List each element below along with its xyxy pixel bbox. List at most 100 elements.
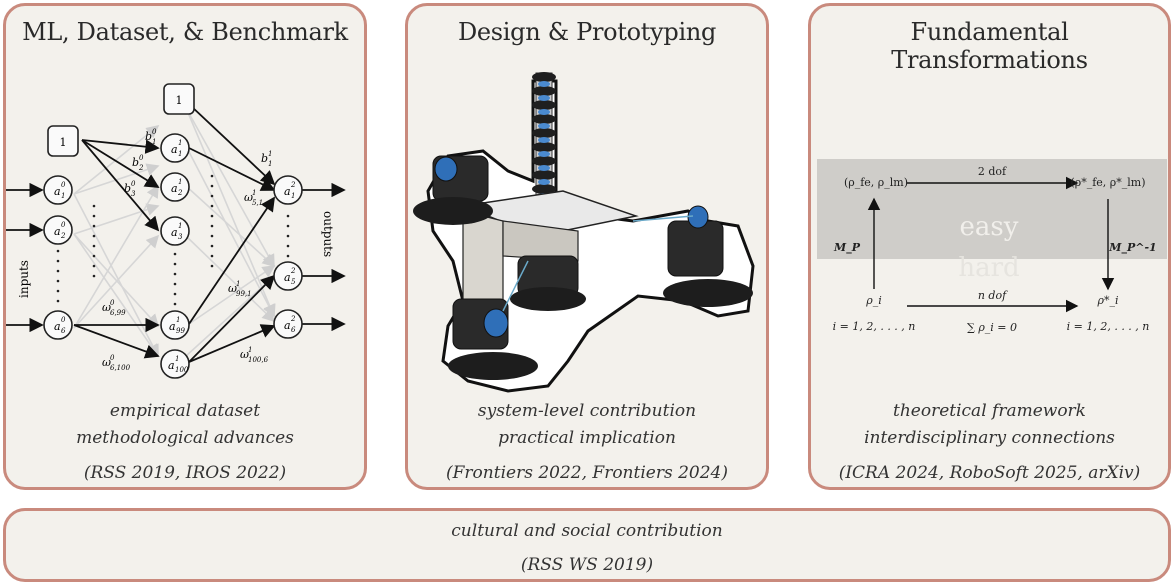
svg-text:a: a xyxy=(171,226,178,239)
svg-text:100: 100 xyxy=(175,366,189,374)
svg-text:a: a xyxy=(54,185,61,198)
design-caption-line2: practical implication xyxy=(498,428,676,448)
svg-text:6,99: 6,99 xyxy=(110,309,126,317)
svg-text:1: 1 xyxy=(236,280,240,288)
cultural-caption: cultural and social contribution xyxy=(451,521,723,541)
svg-text:b: b xyxy=(261,152,268,165)
svg-text:ω: ω xyxy=(228,282,237,295)
bottom-left-range: i = 1, 2, . . . , n xyxy=(833,320,916,333)
transformations-panel: Fundamental Transformations easy hard (ρ… xyxy=(808,3,1171,490)
robot-spine xyxy=(532,72,556,224)
svg-text:0: 0 xyxy=(110,354,115,362)
svg-text:a: a xyxy=(171,182,178,195)
bottom-right-range: i = 1, 2, . . . , n xyxy=(1067,320,1150,333)
design-caption-line1: system-level contribution xyxy=(477,401,697,421)
svg-text:a: a xyxy=(168,359,175,372)
svg-text:1: 1 xyxy=(252,189,256,197)
svg-text:0: 0 xyxy=(61,316,66,324)
design-caption: system-level contribution practical impl… xyxy=(408,398,766,452)
cultural-reference: (RSS WS 2019) xyxy=(520,555,654,575)
svg-text:1: 1 xyxy=(178,150,182,158)
ml-reference: (RSS 2019, IROS 2022) xyxy=(83,463,287,483)
top-left-term: (ρ_fe, ρ_lm) xyxy=(844,176,908,189)
svg-text:1: 1 xyxy=(60,136,67,149)
svg-text:0: 0 xyxy=(152,128,157,136)
svg-text:0: 0 xyxy=(61,181,66,189)
svg-text:1: 1 xyxy=(178,139,182,147)
svg-text:b: b xyxy=(124,182,131,195)
svg-text:0: 0 xyxy=(139,154,144,162)
top-arrow-label: 2 dof xyxy=(978,165,1007,178)
hidden-node: a 2 1 xyxy=(160,172,190,202)
svg-text:a: a xyxy=(284,185,291,198)
outputs-label: outputs xyxy=(321,211,335,257)
robot-prototype-image xyxy=(413,72,755,393)
hidden-node: a 3 1 xyxy=(160,216,190,246)
inputs-label: inputs xyxy=(17,260,31,298)
svg-text:1: 1 xyxy=(175,355,179,363)
robot-motor xyxy=(663,205,753,307)
output-node: a 6 2 xyxy=(273,309,303,339)
design-reference: (Frontiers 2022, Frontiers 2024) xyxy=(446,463,728,483)
svg-text:a: a xyxy=(171,143,178,156)
svg-text:ω: ω xyxy=(240,348,249,361)
bias-node-hidden: 1 xyxy=(163,83,195,115)
svg-text:1: 1 xyxy=(178,178,182,186)
design-panel: Design & Prototyping xyxy=(405,3,769,490)
commutative-diagram: easy hard (ρ_fe, ρ_lm) (ρ*_fe, ρ*_lm) 2 … xyxy=(817,159,1167,334)
easy-label: easy xyxy=(960,212,1019,242)
transformations-reference: (ICRA 2024, RoboSoft 2025, arXiv) xyxy=(838,463,1141,483)
svg-text:6: 6 xyxy=(61,327,66,335)
bias-weight-label: b 3 0 xyxy=(124,180,136,198)
cultural-panel: cultural and social contribution (RSS WS… xyxy=(3,508,1171,582)
svg-text:ω: ω xyxy=(244,191,253,204)
ml-caption-line1: empirical dataset xyxy=(109,401,261,421)
robot-motor xyxy=(448,298,538,380)
svg-text:2: 2 xyxy=(290,267,296,275)
transformations-panel-title: Fundamental Transformations xyxy=(891,18,1088,74)
design-panel-title: Design & Prototyping xyxy=(457,18,717,46)
svg-text:0: 0 xyxy=(61,221,66,229)
ml-panel-title: ML, Dataset, & Benchmark xyxy=(22,18,348,46)
output-node: a 5 2 xyxy=(273,261,303,291)
weight-label: ω 6,99 0 xyxy=(102,299,126,317)
weight-label: ω 99,1 1 xyxy=(228,280,252,298)
bias-weight-label: b 1 0 xyxy=(145,128,157,146)
robot-motor xyxy=(510,255,586,311)
left-map-label: M_P xyxy=(833,241,861,255)
transformations-caption-line2: interdisciplinary connections xyxy=(864,428,1115,448)
svg-text:ω: ω xyxy=(102,301,111,314)
svg-text:1: 1 xyxy=(61,192,65,200)
svg-text:5,1: 5,1 xyxy=(252,199,263,207)
neural-network-diagram: 1 1 a 1 0 a 2 0 a 6 0 xyxy=(6,83,346,379)
transformations-caption: theoretical framework interdisciplinary … xyxy=(811,398,1168,452)
ellipsis-dots xyxy=(56,174,290,306)
bottom-left-term: ρ_i xyxy=(865,294,882,307)
svg-text:3: 3 xyxy=(131,190,136,198)
bias-weight-label: b 1 1 xyxy=(261,150,272,168)
faint-connections xyxy=(73,107,276,358)
svg-text:0: 0 xyxy=(131,180,136,188)
svg-text:2: 2 xyxy=(138,164,144,172)
svg-text:a: a xyxy=(284,319,291,332)
hidden-node: a 99 1 xyxy=(160,310,190,340)
svg-text:ω: ω xyxy=(102,356,111,369)
svg-text:1: 1 xyxy=(152,138,156,146)
svg-text:0: 0 xyxy=(110,299,115,307)
top-right-term: (ρ*_fe, ρ*_lm) xyxy=(1070,176,1145,189)
svg-text:1: 1 xyxy=(178,222,182,230)
svg-text:5: 5 xyxy=(291,278,296,286)
svg-text:1: 1 xyxy=(268,150,272,158)
ml-caption: empirical dataset methodological advance… xyxy=(6,398,364,452)
weight-label: ω 6,100 0 xyxy=(102,354,131,372)
svg-text:100,6: 100,6 xyxy=(248,356,269,364)
bottom-right-term: ρ*_i xyxy=(1097,294,1119,307)
input-node: a 1 0 xyxy=(43,175,73,205)
svg-text:a: a xyxy=(169,320,176,333)
bias-weight-label: b 2 0 xyxy=(132,154,144,172)
ml-panel: ML, Dataset, & Benchmark xyxy=(3,3,367,490)
weight-label: ω 5,1 1 xyxy=(244,189,263,207)
transformations-caption-line1: theoretical framework xyxy=(893,401,1086,421)
svg-text:1: 1 xyxy=(248,346,252,354)
svg-text:2: 2 xyxy=(290,181,296,189)
